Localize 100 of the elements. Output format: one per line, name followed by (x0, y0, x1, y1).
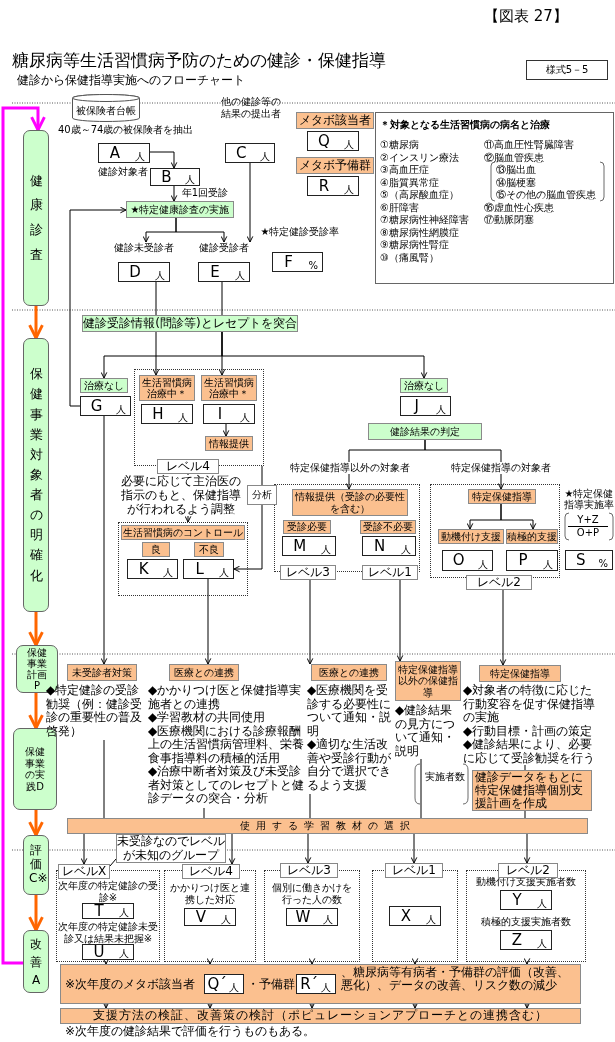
box-text: 支援方法の検証、改善策の検討（ポピュレーションアプローチとの連携含む） (93, 1009, 548, 1023)
count-letter: W (294, 909, 312, 925)
count-box (127, 559, 178, 579)
unit-label: 人 (135, 151, 145, 162)
unit-label: 人 (537, 898, 547, 909)
level-box (280, 565, 336, 580)
count-box (389, 906, 441, 926)
level-label: レベル4 (166, 458, 210, 475)
list-item: ⑰動脈閉塞 (484, 214, 534, 226)
count-box (150, 168, 200, 186)
count-letter: K (137, 560, 150, 578)
status-tag (194, 542, 224, 557)
count-box (506, 550, 558, 571)
list-item: ⑥肝障害 (380, 201, 419, 214)
count-letter: I (216, 405, 224, 423)
process-box (126, 201, 234, 218)
bullet-text: ◆医療機関を受診する必要性について通知・説明 (307, 684, 391, 738)
bar-text: 、糖尿病等有病者・予備群の評価（改善、悪化）、データの改善、リスク数の減少 (341, 966, 570, 991)
box-text: 医療との連携 (319, 666, 379, 679)
count-letter: B (160, 169, 173, 185)
count-letter: R (317, 177, 331, 195)
list-item: ⑬脳出血 (496, 164, 536, 176)
arrow (28, 612, 44, 647)
box-text: 受診必要 (287, 521, 327, 533)
bullet-text: ◆治療中断者対策及び未受診者対策としてのレセプトと健診データの突合・分析 (148, 765, 305, 806)
unit-label: 人 (478, 559, 488, 570)
phase-label: 健康診査 (28, 171, 44, 264)
unit-label: 人 (426, 914, 436, 925)
box-text: ★特定健康診査の実施 (130, 203, 230, 216)
box-text: メタボ予備群 (299, 158, 371, 173)
list-item: ⑭脳梗塞 (496, 176, 536, 189)
level-box (385, 863, 443, 878)
connector-line (309, 793, 311, 819)
count-box (400, 396, 451, 416)
unit-label: 人 (235, 270, 245, 281)
count-box (442, 550, 493, 571)
banner-bar (60, 964, 581, 1004)
unit-label: % (598, 558, 608, 569)
process-box (368, 423, 482, 440)
level-label: レベル4 (189, 863, 233, 880)
box-heading: ★特定健診受診率 (259, 226, 341, 238)
count-letter: M (292, 537, 308, 555)
box-text: 情報提供（受診の必要性を含む） (294, 491, 406, 514)
level-label: レベル1 (392, 862, 436, 879)
count-letter: A (108, 144, 122, 162)
box-heading: 他の健診等の結果の提出者 (220, 96, 282, 119)
edge-label: 必要に応じて主治医の指示のもと、保健指導が行われるよう調整 (120, 475, 242, 517)
arrow (424, 439, 505, 490)
list-item: ①糖尿病 (380, 139, 419, 151)
label-box (60, 1008, 581, 1024)
connector-line (221, 281, 223, 316)
count-label: 実施者数 (425, 771, 465, 782)
arrow (149, 151, 178, 169)
bar-text: ※次年度のメタボ該当者 (65, 978, 196, 991)
box-text: 特定保健指導 (472, 490, 532, 503)
count-letter: N (373, 537, 387, 555)
box-heading: 積極的支援実施者数 (480, 916, 572, 928)
level-label: レベルX (61, 863, 107, 880)
level-label: レベル2 (477, 574, 521, 591)
unit-label: 人 (321, 544, 331, 555)
unit-label: 人 (163, 567, 173, 578)
count-letter: O (451, 551, 466, 570)
count-box (362, 536, 416, 556)
phase-label: 保健事業対象者の明確化 (28, 365, 44, 585)
box-text: 特定保健指導 (490, 667, 550, 680)
count-letter: J (412, 397, 420, 415)
count-letter: U (93, 945, 106, 959)
count-box (282, 536, 336, 556)
count-box (204, 974, 244, 994)
bullet-text: ◆かかりつけ医と保健指導実施者との連携 (148, 684, 303, 711)
unit-label: 人 (185, 174, 195, 185)
box-text: 未受診なのでレベルが未知のグループ (117, 834, 225, 863)
status-tag (142, 542, 170, 557)
cylinder-label: 被保険者台帳 (75, 104, 137, 118)
unit-label: 人 (323, 914, 333, 925)
level-box (280, 863, 338, 878)
list-item: ⑩（痛風腎） (380, 251, 439, 264)
phase-box (23, 930, 49, 993)
phase-box (23, 130, 49, 306)
count-letter: X (399, 907, 413, 925)
arrow (28, 306, 44, 340)
box-text: 医療との連携 (174, 666, 234, 679)
box-text: 生活習慣病治療中＊ (203, 376, 255, 400)
level-label: レベル2 (506, 862, 550, 878)
count-box (307, 176, 359, 196)
box-text: 健診受診情報(問診等)とレセプトを突合 (83, 316, 297, 331)
phase-box (23, 338, 49, 612)
unit-label: 人 (543, 559, 553, 570)
unit-label: 人 (219, 567, 229, 578)
box-heading: 健診受診者 (198, 242, 250, 254)
count-letter: G (89, 397, 104, 415)
unit-label: 人 (401, 544, 411, 555)
edge-label: 年1回受診 (180, 187, 230, 199)
fraction-denominator: O+P (568, 526, 608, 538)
box-text: 積極的支援 (507, 530, 557, 543)
list-item: ⑧糖尿病性網膜症 (380, 226, 459, 239)
box-text: 不良 (199, 543, 219, 556)
fraction-numerator: Y+Z (576, 514, 600, 525)
count-box (80, 396, 131, 416)
status-tag (80, 378, 128, 393)
